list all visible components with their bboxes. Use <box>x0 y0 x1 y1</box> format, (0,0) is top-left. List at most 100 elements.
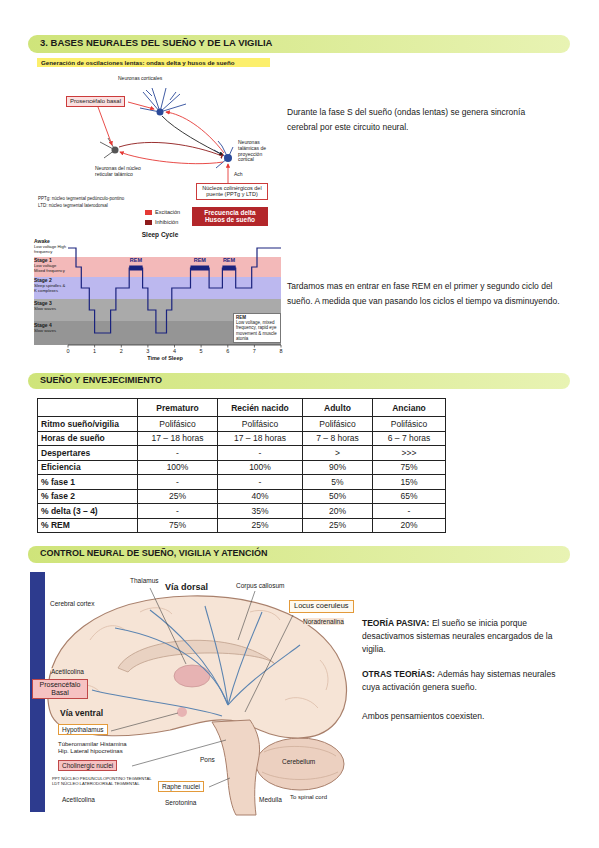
stage-name: Awake <box>34 239 67 245</box>
table-cell: % delta (3 – 4) <box>37 503 138 519</box>
stage-note: Low voltage High frequency <box>34 245 67 255</box>
label: Cerebellum <box>282 758 315 765</box>
axis-tick: 0 <box>62 348 74 354</box>
box-text: Prosencéfalo basal <box>70 98 121 105</box>
table-cell: Prematuro <box>137 398 218 417</box>
pathway-name: Vía dorsal <box>165 582 208 592</box>
paragraph-group: OTRAS TEORÍAS:Además hay sistemas neural… <box>362 668 567 694</box>
section-banner: SUEÑO Y ENVEJECIMIENTO <box>28 373 570 389</box>
stage-note: Sleep spindles & K complexes <box>34 284 67 294</box>
table-cell: Polifásico <box>302 416 373 432</box>
title-text: 3. BASES NEURALES DEL SUEÑO Y DE LA VIGI… <box>40 38 558 49</box>
paragraph: Ambos pensamientos coexisten. <box>362 710 567 723</box>
table-cell: 25% <box>137 489 218 505</box>
label: Ach <box>234 172 243 178</box>
table-cell: 25% <box>302 518 373 534</box>
table-cell: Horas de sueño <box>37 431 138 447</box>
table-cell: >>> <box>372 445 446 461</box>
region-box: Prosencéfalo basal <box>66 96 125 107</box>
table-cell: % fase 1 <box>37 474 138 490</box>
box-text: Locus coeruleus <box>294 602 349 611</box>
table-cell: 90% <box>302 460 373 476</box>
rem-label: REM <box>219 257 239 263</box>
transmitter: Serotonina <box>165 799 196 806</box>
axis-tick: 7 <box>248 348 260 354</box>
table-cell: 100% <box>217 460 303 476</box>
theory-heading: TEORÍA PASIVA: <box>362 618 429 628</box>
label: Medulla <box>259 796 282 803</box>
transmitter: Noradrenalina <box>303 618 344 625</box>
table-cell <box>37 398 138 417</box>
rem-label: REM <box>190 257 210 263</box>
table-cell: > <box>302 445 373 461</box>
table-cell: Eficiencia <box>37 460 138 476</box>
label: Hip. Lateral hipocretinas <box>58 748 123 755</box>
table-cell: 65% <box>372 489 446 505</box>
legend-swatch <box>145 210 152 215</box>
table-cell: 25% <box>217 518 303 534</box>
label: Neuronas corticales <box>118 76 162 82</box>
axis-title: Time of Sleep <box>125 355 205 361</box>
table-cell: 20% <box>302 503 373 519</box>
axis-tick: 6 <box>222 348 234 354</box>
table-cell: 75% <box>137 518 218 534</box>
paragraph: Tardamos mas en entrar en fase REM en el… <box>287 279 569 309</box>
box-text: Prosencéfalo Basal <box>35 681 85 697</box>
table-cell: Adulto <box>302 398 373 417</box>
legend-swatch <box>145 220 152 225</box>
table-cell: - <box>137 445 218 461</box>
axis-tick: 1 <box>89 348 101 354</box>
axis-tick: 8 <box>275 348 287 354</box>
stage-note: Slow waves <box>34 329 67 334</box>
figure-header: Generación de oscilaciones lentas: ondas… <box>37 58 270 67</box>
table-cell: 35% <box>217 503 303 519</box>
label: PPTg: núcleo tegmental pedúnculo-pontino <box>38 196 124 201</box>
table-cell: 6 – 7 horas <box>372 431 446 447</box>
table-cell: 20% <box>372 518 446 534</box>
axis-tick: 5 <box>195 348 207 354</box>
box-text: Raphe nuclei <box>162 783 200 790</box>
nucleus-box: Raphe nuclei <box>158 781 204 792</box>
table-cell: 5% <box>302 474 373 490</box>
box-text: Low voltage, mixed frequency, rapid eye … <box>236 320 278 341</box>
theory-heading: OTRAS TEORÍAS: <box>362 669 435 679</box>
table-cell: Recién nacido <box>217 398 303 417</box>
box-text: Hypothalamus <box>62 726 104 733</box>
output-box: Frecuencia delta Husos de sueño <box>192 207 268 226</box>
nucleus-box: Hypothalamus <box>58 724 108 735</box>
label: Pons <box>200 756 215 763</box>
label: Neuronas del núcleo reticular talámico <box>95 166 157 178</box>
nucleus-box: Cholinergic nuclei <box>58 760 117 771</box>
table-cell: % fase 2 <box>37 489 138 505</box>
legend-item: Inhibición <box>145 219 178 226</box>
label: Túberomamilar Histamina <box>58 741 127 748</box>
label: Corpus callosum <box>236 582 284 589</box>
label: To spinal cord <box>290 794 327 801</box>
table-cell: - <box>137 503 218 519</box>
table-cell: Polifásico <box>217 416 303 432</box>
pathway-name: Vía ventral <box>60 709 103 719</box>
table-cell: 17 – 18 horas <box>217 431 303 447</box>
table-cell: 17 – 18 horas <box>137 431 218 447</box>
rem-label: REM <box>126 257 146 263</box>
table-cell: 50% <box>302 489 373 505</box>
table-cell: - <box>217 445 303 461</box>
axis-tick: 4 <box>169 348 181 354</box>
table-cell: Despertares <box>37 445 138 461</box>
table-cell: 15% <box>372 474 446 490</box>
legend-item: Excitación <box>145 209 180 216</box>
legend-text: Excitación <box>155 209 180 215</box>
box-text: REM <box>236 315 278 320</box>
box-text: Frecuencia delta Husos de sueño <box>195 209 265 224</box>
paragraph: Durante la fase S del sueño (ondas lenta… <box>287 105 532 135</box>
table-cell: 100% <box>137 460 218 476</box>
box-text: SUEÑO Y ENVEJECIMIENTO <box>40 375 558 385</box>
hypnogram <box>34 248 281 348</box>
table-cell: - <box>217 474 303 490</box>
label: LTD: núcleo tegmental laterodorsal <box>38 203 108 208</box>
transmitter: Acetilcolina <box>51 668 84 675</box>
table-cell: Anciano <box>372 398 446 417</box>
title-banner: 3. BASES NEURALES DEL SUEÑO Y DE LA VIGI… <box>28 35 570 53</box>
legend-text: Inhibición <box>155 219 178 225</box>
